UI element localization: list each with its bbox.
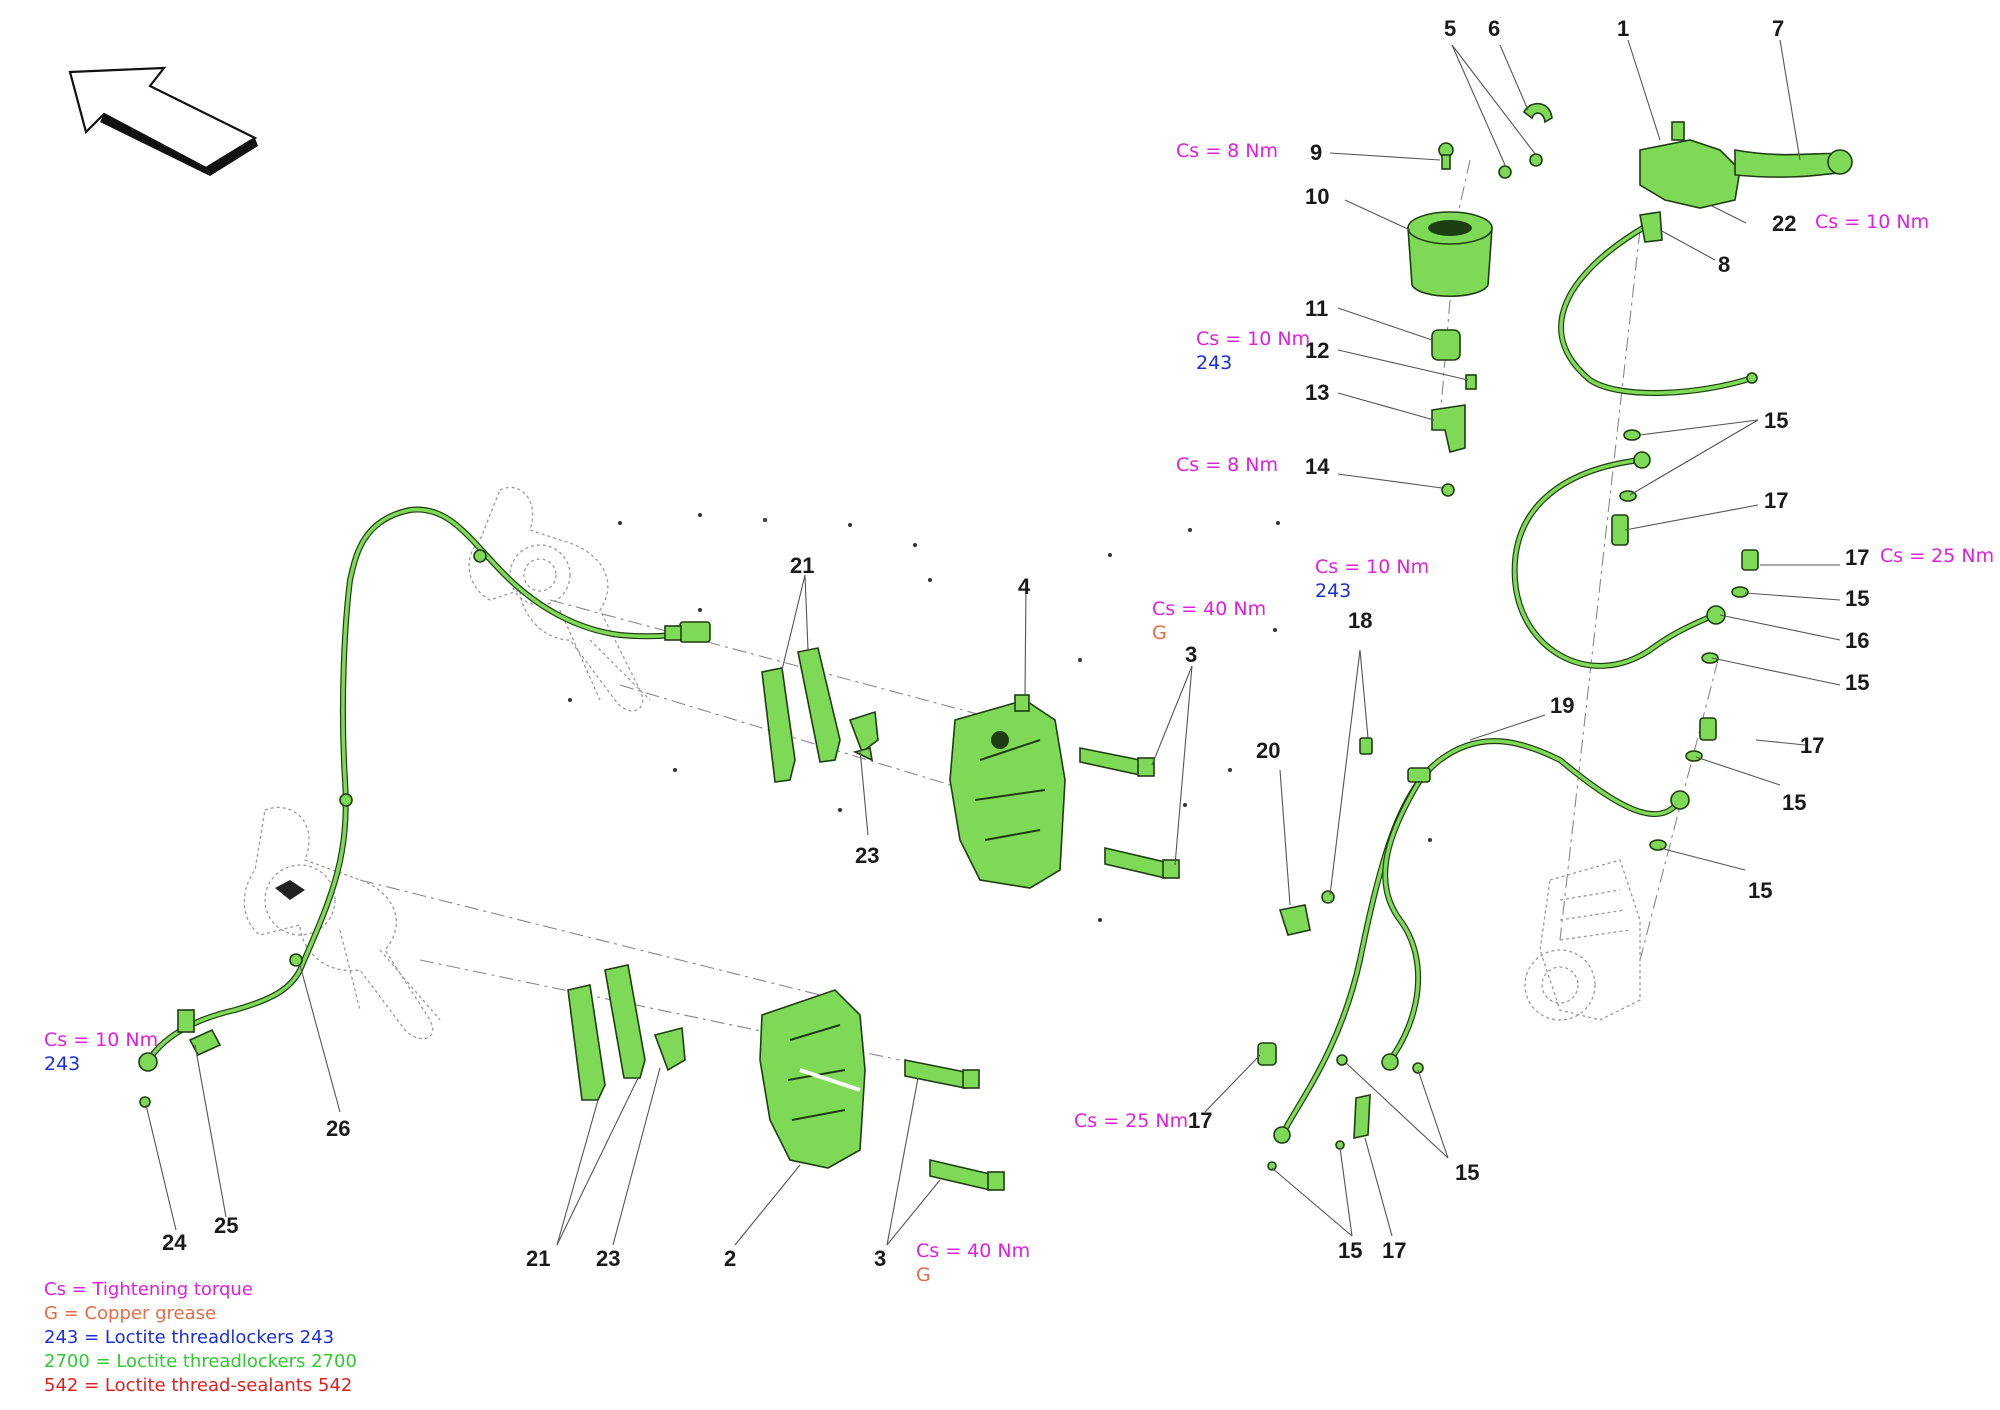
caliper-bolts-lower [904,1059,1005,1192]
abs-unit [1524,859,1641,1021]
spec-loctite-18: 243 [1315,580,1352,602]
callout-16: 16 [1845,628,1870,653]
callout-17e: 17 [1382,1238,1407,1263]
brake-caliper-lower [759,989,866,1169]
brake-pads-lower [567,964,686,1101]
callout-9: 9 [1310,140,1323,165]
callout-8: 8 [1718,252,1731,277]
legend-tightening-torque: Cs = Tightening torque [44,1279,253,1300]
brake-hose-loop [1511,429,1759,669]
callout-15d: 15 [1782,790,1807,815]
callout-7: 7 [1772,16,1785,41]
callout-17d: 17 [1188,1108,1213,1133]
spec-grease-3-lower: G [916,1264,931,1286]
callout-23-upper: 23 [855,843,880,868]
callout-17b: 17 [1845,545,1870,570]
legend-loctite-2700: 2700 = Loctite threadlockers 2700 [44,1351,357,1372]
callout-3-lower: 3 [874,1246,887,1271]
spec-torque-12: Cs = 10 Nm [1196,328,1311,350]
callout-18: 18 [1348,608,1373,633]
callout-20: 20 [1256,738,1281,763]
callout-14: 14 [1305,454,1330,479]
callout-1: 1 [1617,16,1630,41]
master-cylinder-lever [1558,121,1853,396]
callout-15b: 15 [1845,586,1870,611]
spec-torque-24: Cs = 10 Nm [44,1029,159,1051]
spec-torque-3-upper: Cs = 40 Nm [1152,598,1267,620]
direction-arrow-icon [68,66,258,176]
callout-3-upper: 3 [1185,642,1198,667]
callout-21-lower: 21 [526,1246,551,1271]
legend-sealant-542: 542 = Loctite thread-sealants 542 [44,1375,353,1396]
callout-6: 6 [1488,16,1501,41]
brake-fluid-reservoir [1407,102,1553,497]
brake-caliper-upper [949,694,1066,889]
assembly-lines [359,159,1719,1061]
callout-25: 25 [214,1213,239,1238]
callout-4: 4 [1018,574,1031,599]
spec-torque-3-lower: Cs = 40 Nm [916,1240,1031,1262]
callout-10: 10 [1305,184,1330,209]
callout-23-lower: 23 [596,1246,621,1271]
callout-17c: 17 [1800,733,1825,758]
legend-loctite-243: 243 = Loctite threadlockers 243 [44,1327,335,1348]
callout-5: 5 [1444,16,1457,41]
callout-15e: 15 [1748,878,1773,903]
callout-19: 19 [1550,693,1575,718]
callout-17a: 17 [1764,488,1789,513]
spec-loctite-24: 243 [44,1053,81,1075]
spec-grease-3-upper: G [1152,622,1167,644]
abs-sensor-harness [138,506,711,1108]
caliper-bolts-upper [1079,747,1180,880]
callout-15g: 15 [1338,1238,1363,1263]
spec-torque-22: Cs = 10 Nm [1815,211,1930,233]
callout-11: 11 [1305,296,1329,321]
spec-torque-14: Cs = 8 Nm [1176,454,1279,476]
callout-15a: 15 [1764,408,1789,433]
steering-knuckle-lower [243,806,441,1040]
legend-copper-grease: G = Copper grease [44,1303,217,1324]
steering-knuckle-upper [468,486,651,712]
callout-12: 12 [1305,338,1330,363]
spec-torque-17: Cs = 25 Nm [1880,545,1995,567]
callout-24: 24 [162,1230,187,1255]
brake-pads-upper [761,647,879,783]
callout-22: 22 [1772,211,1797,236]
callout-2: 2 [724,1246,737,1271]
callout-21-upper: 21 [790,553,815,578]
callout-15f: 15 [1455,1160,1480,1185]
spec-torque-17-lower: Cs = 25 Nm [1074,1110,1189,1132]
callout-13: 13 [1305,380,1330,405]
legend: Cs = Tightening torque G = Copper grease… [44,1278,357,1398]
spec-torque-18: Cs = 10 Nm [1315,556,1430,578]
spec-torque-9: Cs = 8 Nm [1176,140,1279,162]
leader-lines [145,39,1841,1246]
callout-15c: 15 [1845,670,1870,695]
callout-26: 26 [326,1116,351,1141]
brake-hose-front [1257,717,1717,1171]
spec-loctite-12: 243 [1196,352,1233,374]
